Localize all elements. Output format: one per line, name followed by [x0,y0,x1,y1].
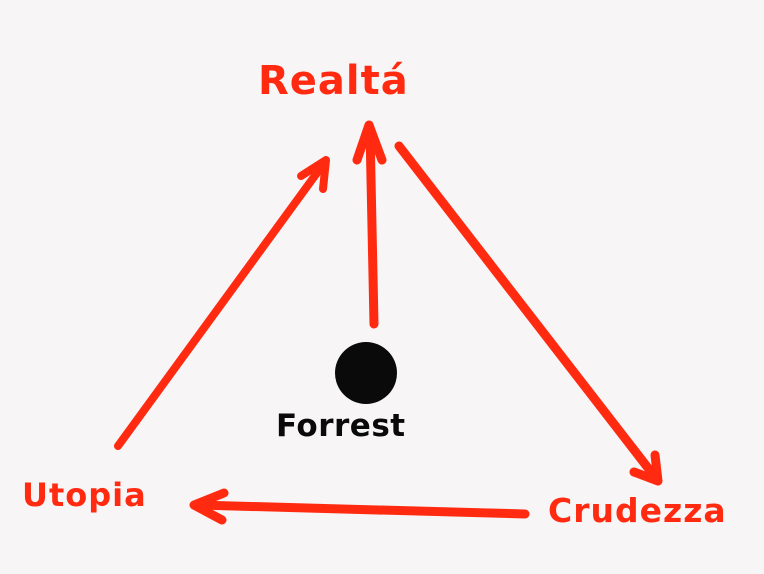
forrest-label: Forrest [276,408,406,444]
forrest-dot [335,342,397,404]
node-realta: Realtá [258,58,409,104]
arrow-crudezza-to-utopia [189,488,530,525]
node-crudezza: Crudezza [548,491,727,530]
arrow-utopia-to-realta [114,156,330,450]
arrow-realta-to-crudezza [394,141,663,486]
node-utopia: Utopia [22,476,147,514]
arrow-forrest-to-realta [352,120,387,329]
